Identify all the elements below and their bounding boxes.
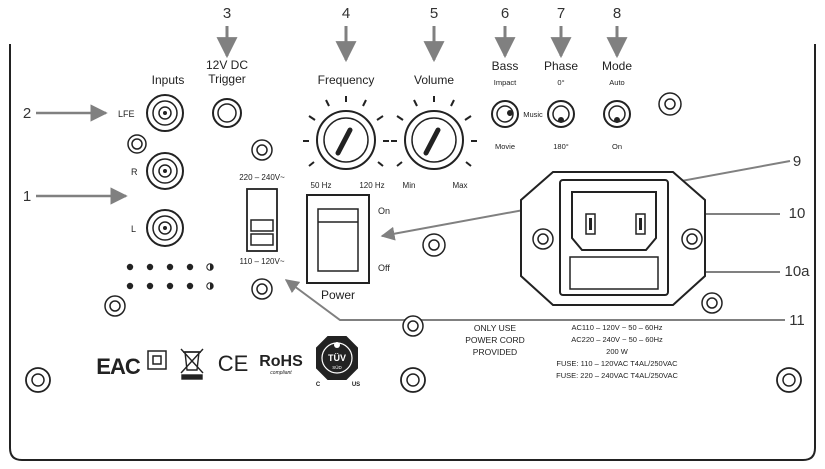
r-label: R (131, 167, 138, 177)
callout-9: 9 (793, 153, 801, 170)
power-off-label: Off (378, 263, 390, 273)
frequency-min-label: 50 Hz (311, 181, 332, 190)
volume-max-label: Max (452, 181, 467, 190)
mode-label: Mode (602, 59, 632, 73)
eac-mark: EAC (96, 354, 142, 379)
power-label: Power (321, 288, 355, 302)
frequency-label: Frequency (318, 73, 375, 87)
spec-line-1: AC110 – 120V ~ 50 – 60Hz (572, 323, 663, 332)
l-label: L (131, 224, 136, 234)
lfe-label: LFE (118, 109, 135, 119)
trigger-jack[interactable] (212, 98, 242, 128)
svg-text:C: C (316, 382, 321, 388)
screw (104, 295, 126, 317)
callout-10a: 10a (784, 263, 810, 280)
screw (422, 233, 446, 257)
phase-0-label: 0° (557, 78, 564, 87)
rohs-compliant-label: compliant (270, 370, 292, 376)
callout-1: 1 (23, 188, 31, 205)
callout-11: 11 (789, 312, 805, 329)
svg-text:TÜV: TÜV (328, 353, 346, 363)
spec-line-4: FUSE: 110 – 120VAC T4AL/250VAC (556, 359, 678, 368)
volume-min-label: Min (403, 181, 416, 190)
frequency-knob[interactable] (316, 110, 376, 170)
callout-8: 8 (613, 5, 621, 22)
weee-bin-icon (180, 348, 204, 380)
spec-line-3: 200 W (606, 347, 629, 356)
corner-foot (25, 367, 51, 393)
ce-mark: CE (218, 351, 249, 376)
bass-movie-label: Movie (495, 142, 515, 151)
svg-text:SÜD: SÜD (332, 364, 342, 370)
screw (402, 315, 424, 337)
fuse-holder[interactable] (569, 256, 659, 290)
callout-11-arrow (284, 279, 785, 321)
screw (701, 292, 723, 314)
spec-line-2: AC220 – 240V ~ 50 – 60Hz (571, 335, 663, 344)
trigger-label-line2: Trigger (208, 72, 246, 86)
volume-scale-ticks (391, 96, 477, 167)
callout-7: 7 (557, 5, 565, 22)
callout-3: 3 (223, 5, 231, 22)
corner-foot (400, 367, 426, 393)
frequency-max-label: 120 Hz (359, 181, 384, 190)
callout-10: 10 (789, 205, 806, 222)
callout-6: 6 (501, 5, 509, 22)
bass-impact-label: Impact (494, 78, 517, 87)
phase-label: Phase (544, 59, 578, 73)
power-on-label: On (378, 206, 390, 216)
svg-text:EAC: EAC (96, 354, 141, 379)
volume-knob[interactable] (404, 110, 464, 170)
power-switch[interactable] (306, 194, 370, 284)
callout-4: 4 (342, 5, 350, 22)
screw (251, 139, 273, 161)
bass-switch[interactable] (491, 100, 519, 128)
callout-5: 5 (430, 5, 438, 22)
inputs-heading: Inputs (152, 73, 185, 87)
tuv-sud-mark: TÜV SÜD C US (316, 336, 360, 388)
phase-switch[interactable] (547, 100, 575, 128)
ground-screw (127, 134, 147, 154)
double-insulation-icon (147, 350, 167, 370)
volume-label: Volume (414, 73, 454, 87)
indicator-dots (126, 263, 214, 290)
panel-outline (9, 44, 816, 461)
screw (251, 278, 273, 300)
phase-180-label: 180° (553, 142, 569, 151)
rohs-mark: RoHS (259, 353, 303, 370)
right-rca-jack[interactable] (146, 152, 184, 190)
mode-on-label: On (612, 142, 622, 151)
cord-warning-line3: PROVIDED (473, 347, 517, 357)
trigger-label-line1: 12V DC (206, 58, 248, 72)
voltage-low-label: 110 – 120V~ (239, 257, 284, 266)
corner-foot (776, 367, 802, 393)
frequency-scale-ticks (303, 96, 389, 167)
spec-line-5: FUSE: 220 – 240VAC T4AL/250VAC (556, 371, 678, 380)
cord-warning-line2: POWER CORD (465, 335, 525, 345)
bass-music-label: Music (523, 110, 543, 119)
bass-label: Bass (492, 59, 519, 73)
svg-text:US: US (352, 382, 360, 388)
screw (658, 92, 682, 116)
voltage-selector-switch[interactable] (246, 188, 278, 252)
callout-2: 2 (23, 105, 31, 122)
mode-auto-label: Auto (609, 78, 624, 87)
left-rca-jack[interactable] (146, 209, 184, 247)
voltage-high-label: 220 – 240V~ (239, 173, 285, 182)
cord-warning-line1: ONLY USE (474, 323, 517, 333)
mode-switch[interactable] (603, 100, 631, 128)
lfe-rca-jack[interactable] (146, 94, 184, 132)
